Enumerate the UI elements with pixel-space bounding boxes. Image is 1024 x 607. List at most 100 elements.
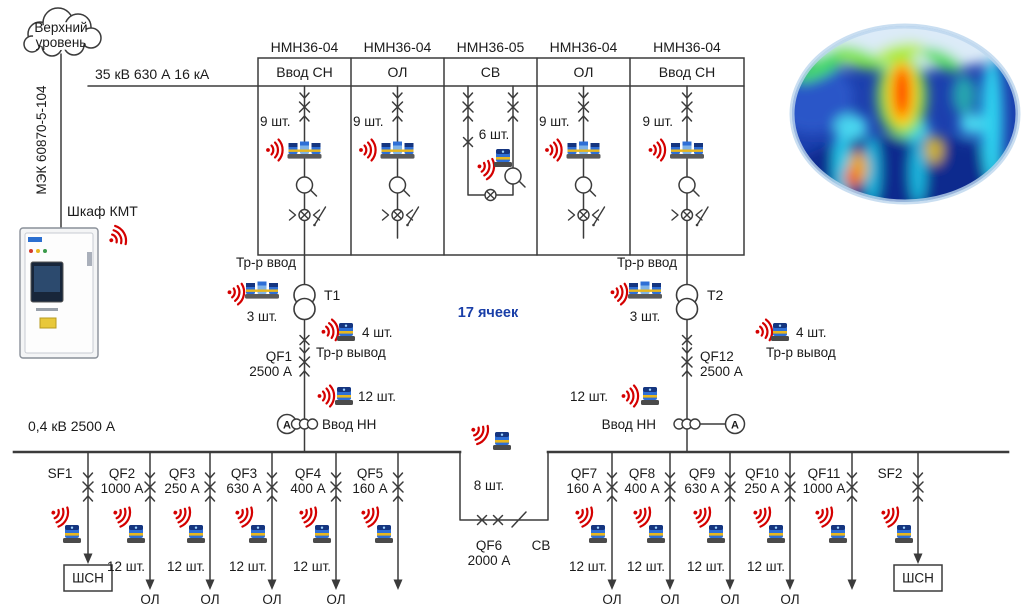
wireless-signal-icon [230, 501, 257, 530]
thermal-image [789, 23, 1021, 205]
arrow-down-icon [665, 579, 675, 590]
t2-input-qty-label: 3 шт. [630, 309, 661, 324]
transformer-t1-branch: Тр-р ввод 3 шт. Т1 4 шт. Тр-р вывод QF1 … [224, 255, 396, 453]
arrow-down-icon [725, 579, 735, 590]
circuit-breaker-symbol [298, 347, 311, 377]
cells-block-frame [257, 57, 745, 256]
arrow-down-icon [205, 579, 215, 590]
arrow-down-icon [607, 579, 617, 590]
t2-lv-qty-label: 12 шт. [570, 389, 608, 404]
wireless-signal-icon [46, 501, 73, 530]
cell-4-model-label: НМН36-04 [550, 39, 618, 55]
arrow-down-icon [145, 579, 155, 590]
cell-5-type-label: Ввод СН [659, 64, 715, 80]
wireless-signal-icon [810, 501, 837, 530]
sensor-icon [647, 525, 665, 543]
drawout-contact-symbol [567, 206, 606, 228]
wireless-signal-icon [316, 384, 336, 408]
wireless-signal-icon [876, 501, 903, 530]
feeder-qf9: QF9 630 А 12 шт. ОЛ [684, 451, 740, 607]
wireless-signal-icon [748, 501, 775, 530]
sensor-icon [829, 525, 847, 543]
feeder-qty-label: 12 шт. [293, 559, 331, 574]
arrow-down-icon [83, 553, 93, 564]
feeder-rating-label: 160 А [566, 481, 601, 496]
wireless-signal-icon [688, 501, 715, 530]
feeder-name-label: SF2 [878, 466, 903, 481]
current-transformer-symbol [678, 176, 700, 197]
sensor-icon [245, 281, 279, 299]
feeder-qf11: QF11 1000 А [803, 451, 858, 590]
upper-level-section: Верхний уровень МЭК 60870-5-104 Шкаф КМТ [19, 7, 138, 359]
cell-1-model-label: НМН36-04 [271, 39, 339, 55]
hv-bus-label: 35 кВ 630 А 16 кА [95, 66, 210, 82]
cell-4: 9 шт. [539, 85, 606, 239]
circuit-breaker-symbol [784, 472, 796, 502]
wireless-signal-icon [224, 280, 247, 307]
circuit-breaker-symbol [912, 472, 924, 502]
hv-switchgear-section: 35 кВ 630 А 16 кА НМН36-04 НМН36-04 НМН3… [87, 39, 745, 321]
cell-4-type-label: ОЛ [574, 64, 594, 80]
feeder-qf3-250: QF3 250 А 12 шт. ОЛ [164, 451, 220, 607]
wireless-signal-icon [647, 138, 667, 162]
arrow-down-icon [847, 579, 857, 590]
feeder-name-label: QF11 [808, 466, 841, 481]
sensor-icon [494, 149, 512, 167]
circuit-breaker-symbol [664, 472, 676, 502]
sensor-icon [895, 525, 913, 543]
feeder-name-label: QF7 [571, 466, 597, 481]
t2-ammeter-letter: A [731, 420, 739, 432]
sensor-icon [589, 525, 607, 543]
cell-2-qty-label: 9 шт. [353, 114, 384, 129]
feeders-left-section: SF1 ШСН QF2 1000 А 12 шт. ОЛ QF3 250 А 1… [46, 451, 404, 607]
feeder-rating-label: 630 А [226, 481, 261, 496]
bus-tie-rating-label: 2000 А [468, 553, 511, 568]
sensor-icon [335, 387, 353, 405]
feeder-qty-label: 12 шт. [107, 559, 145, 574]
shsn-box-label: ШСН [902, 571, 934, 586]
sensor-icon [707, 525, 725, 543]
feeder-qf8: QF8 400 А 12 шт. ОЛ [624, 451, 680, 607]
bus-tie-lines [459, 451, 549, 528]
bus-tie-breaker-label: QF6 [476, 538, 502, 553]
t1-input-label: Тр-р ввод [236, 255, 296, 270]
current-transformer-symbol [504, 167, 526, 188]
wireless-signal-icon [356, 501, 383, 530]
cell-3-qty-label: 6 шт. [479, 127, 510, 142]
cabinet-logo [28, 237, 42, 242]
sensor-icon [249, 525, 267, 543]
wireless-signal-icon [628, 501, 655, 530]
arrow-down-icon [267, 579, 277, 590]
t1-ammeter-letter: A [283, 420, 291, 432]
feeder-name-label: QF3 [231, 466, 257, 481]
feeder-sf1: SF1 ШСН [46, 451, 113, 592]
t2-input-label: Тр-р ввод [617, 255, 677, 270]
sensor-icon [493, 432, 511, 450]
wireless-signal-icon [620, 384, 640, 408]
drawout-contact-symbol [288, 206, 327, 228]
sensor-icon [641, 387, 659, 405]
t2-lv-label: Ввод НН [602, 417, 656, 432]
feeder-rating-label: 400 А [290, 481, 325, 496]
shsn-box-label: ШСН [72, 571, 104, 586]
t1-breaker-label: QF1 [266, 349, 292, 364]
drawout-contact-symbol [484, 188, 497, 202]
feeder-rating-label: 630 А [684, 481, 719, 496]
cell-3-model-label: НМН36-05 [457, 39, 525, 55]
t1-output-qty-label: 4 шт. [362, 325, 393, 340]
feeder-name-label: QF4 [295, 466, 322, 481]
circuit-breaker-symbol [606, 472, 618, 502]
cabinet-label: Шкаф КМТ [67, 203, 138, 219]
sensor-icon [628, 281, 662, 299]
cell-5-model-label: НМН36-04 [653, 39, 721, 55]
feeder-rating-label: 400 А [624, 481, 659, 496]
cell-5-qty-label: 9 шт. [642, 114, 673, 129]
circuit-breaker-symbol [266, 472, 278, 502]
t1-name-label: Т1 [324, 287, 341, 303]
feeder-rating-label: 1000 А [101, 481, 144, 496]
wireless-signal-icon [752, 317, 775, 344]
circuit-breaker-symbol [681, 92, 693, 122]
feeder-qty-label: 12 шт. [167, 559, 205, 574]
cell-5: 9 шт. [642, 85, 709, 285]
